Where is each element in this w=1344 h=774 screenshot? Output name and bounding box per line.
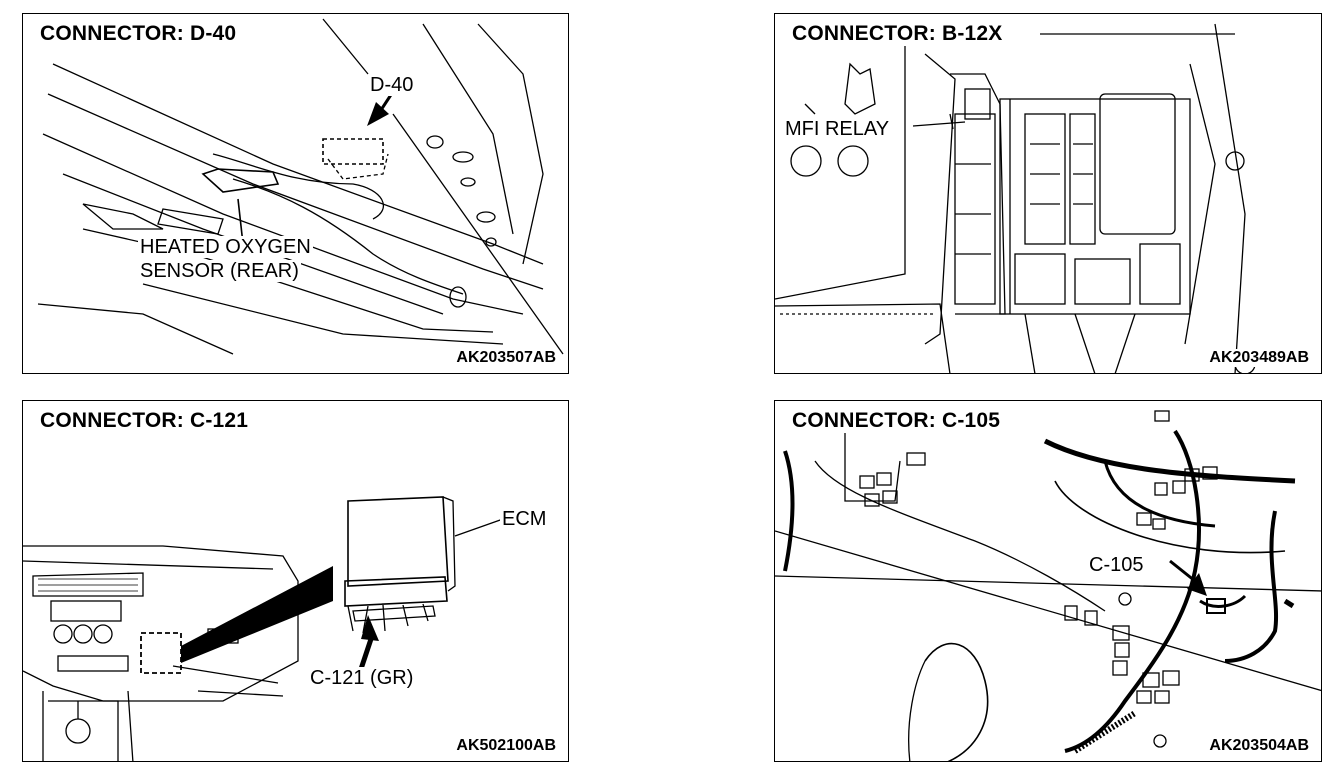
panel-title: CONNECTOR: D-40: [37, 22, 240, 46]
mfi-relay-label: MFI RELAY: [783, 118, 892, 140]
figure-code: AK203489AB: [1207, 349, 1311, 367]
figure-code: AK203507AB: [454, 349, 558, 367]
connector-label-d40: D-40: [368, 74, 416, 96]
relay-box-drawing: [775, 23, 1256, 373]
diagram-panel-d40: CONNECTOR: D-40 D-40 HEATED OXYGEN SENSO…: [22, 13, 569, 374]
sensor-label-line2: SENSOR (REAR): [138, 260, 301, 282]
connector-label-c105: C-105: [1087, 554, 1146, 576]
panel-title: CONNECTOR: C-105: [789, 409, 1004, 433]
dashboard-ecm-drawing: [23, 496, 504, 761]
figure-code: AK502100AB: [454, 737, 558, 755]
diagram-panel-c121: CONNECTOR: C-121 ECM C-121 (GR) AK502100…: [22, 400, 569, 762]
wiring-harness-drawing: [775, 410, 1321, 761]
vehicle-underbody-drawing: [37, 18, 564, 355]
diagram-panel-b12x: CONNECTOR: B-12X MFI RELAY AK203489AB: [774, 13, 1322, 374]
diagram-panel-c105: CONNECTOR: C-105 C-105 AK203504AB: [774, 400, 1322, 762]
connector-label-c121: C-121 (GR): [308, 667, 416, 689]
ecm-label: ECM: [500, 508, 549, 530]
sensor-label-line1: HEATED OXYGEN: [138, 236, 313, 258]
panel-title: CONNECTOR: C-121: [37, 409, 252, 433]
figure-code: AK203504AB: [1207, 737, 1311, 755]
panel-title: CONNECTOR: B-12X: [789, 22, 1006, 46]
